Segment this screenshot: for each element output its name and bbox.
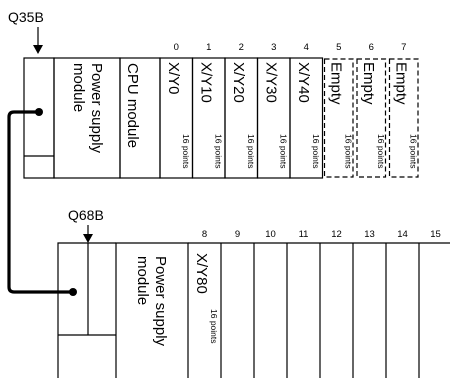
top-slot-points: 16 points — [409, 134, 419, 169]
extension-cable — [7, 110, 73, 294]
top-slot-name: X/Y20 — [230, 62, 247, 103]
top-slot-name: X/Y30 — [263, 62, 280, 103]
bottom-slot-points: 16 points — [209, 309, 219, 344]
top-slot-number: 5 — [336, 42, 341, 53]
bottom-slot-number: 11 — [299, 229, 309, 240]
bottom-slot-number: 12 — [331, 229, 342, 240]
top-slot-name: Empty — [328, 62, 345, 105]
top-base-arrow — [33, 27, 43, 54]
bottom-slot-number: 10 — [265, 229, 276, 240]
top-io-slot: X/Y10 16 points — [191, 57, 226, 179]
top-empty-slot: Empty 16 points — [323, 58, 354, 178]
bottom-slot-number: 15 — [430, 229, 441, 240]
top-slot-name: Empty — [393, 62, 410, 105]
bottom-base-arrow — [83, 225, 93, 243]
cpu-module-label: CPU module — [124, 63, 141, 148]
bottom-io-slot: X/Y80 16 points — [193, 253, 219, 344]
top-base-model-label: Q35B — [8, 9, 44, 25]
top-slot-number: 3 — [271, 42, 276, 53]
top-slot-number: 0 — [174, 42, 179, 53]
top-slot-points: 16 points — [181, 134, 191, 169]
bottom-base-unit: Power supply module 8 9 10 11 12 13 14 15 X/Y80… — [57, 229, 450, 378]
top-base-connector-area — [23, 57, 55, 179]
top-io-slot: X/Y30 16 points — [256, 57, 291, 179]
top-empty-slot: Empty 16 points — [388, 58, 419, 178]
bottom-power-label-line1: Power supply — [152, 256, 169, 347]
top-slot-frame — [388, 58, 419, 178]
top-slot-numbers: 0 1 2 3 4 5 6 7 — [174, 42, 407, 53]
bottom-slot-number: 8 — [202, 229, 207, 240]
top-slot-frame — [356, 58, 387, 178]
top-power-label-line2: module — [70, 63, 87, 112]
top-slot-frame — [323, 58, 354, 178]
top-slot-points: 16 points — [214, 134, 224, 169]
bottom-slot-number: 9 — [235, 229, 240, 240]
top-slot-name: X/Y10 — [198, 62, 215, 103]
bottom-base-model-label: Q68B — [68, 207, 104, 223]
top-slot-points: 16 points — [311, 134, 321, 169]
bottom-power-supply-module — [115, 242, 189, 378]
top-empty-slot: Empty 16 points — [356, 58, 387, 178]
bottom-slot-number: 14 — [397, 229, 408, 240]
bottom-slot-numbers: 8 9 10 11 12 13 14 15 — [202, 229, 441, 240]
top-slot-points: 16 points — [344, 134, 354, 169]
bottom-slot-name: X/Y80 — [193, 253, 210, 294]
top-slot-points: 16 points — [279, 134, 289, 169]
top-io-slot: X/Y0 16 points — [159, 57, 194, 179]
top-slot-points: 16 points — [246, 134, 256, 169]
top-slot-number: 1 — [206, 42, 211, 53]
top-power-label-line1: Power supply — [88, 63, 105, 154]
top-io-slot: X/Y40 16 points — [289, 57, 324, 179]
bottom-power-label-line2: module — [134, 256, 151, 305]
top-slot-number: 6 — [369, 42, 374, 53]
top-slot-name: X/Y40 — [295, 62, 312, 103]
top-slot-number: 7 — [401, 42, 406, 53]
top-slot-points: 16 points — [376, 134, 386, 169]
top-slot-frame — [289, 57, 324, 179]
top-slots: X/Y0 16 points X/Y10 16 points X/Y20 16 point… — [159, 57, 419, 179]
top-io-slot: X/Y20 16 points — [224, 57, 259, 179]
top-slot-name: Empty — [360, 62, 377, 105]
top-slot-name: X/Y0 — [165, 62, 182, 95]
bottom-slots: X/Y80 16 points — [193, 243, 420, 378]
top-slot-number: 2 — [239, 42, 244, 53]
bottom-slot-number: 13 — [364, 229, 375, 240]
top-slot-number: 4 — [304, 42, 309, 53]
